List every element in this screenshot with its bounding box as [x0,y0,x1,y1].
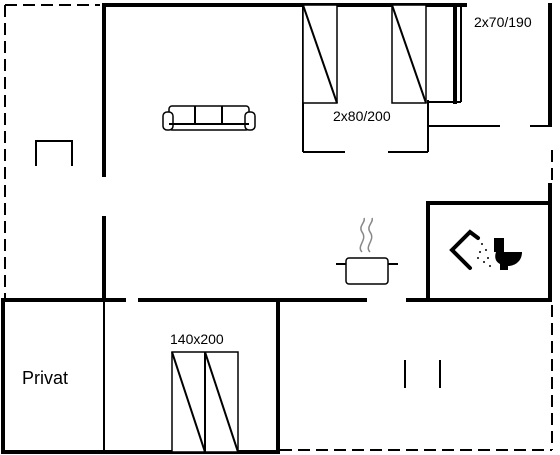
bed-140x200 [171,351,239,453]
chair-icon [35,140,73,166]
dashed-boundaries [4,4,553,451]
bed-2x80-200 [302,4,427,104]
shower-icon [449,229,491,270]
bed-size-label-2x70-190: 2x70/190 [474,14,532,30]
bed-size-label-140x200: 140x200 [170,331,224,347]
cooking-pot-icon [336,217,398,285]
toilet-icon [494,238,522,270]
private-area-label: Privat [22,368,68,388]
bed-size-label-2x80-200: 2x80/200 [333,108,391,124]
walls [1,3,552,454]
sofa-icon [162,105,256,131]
